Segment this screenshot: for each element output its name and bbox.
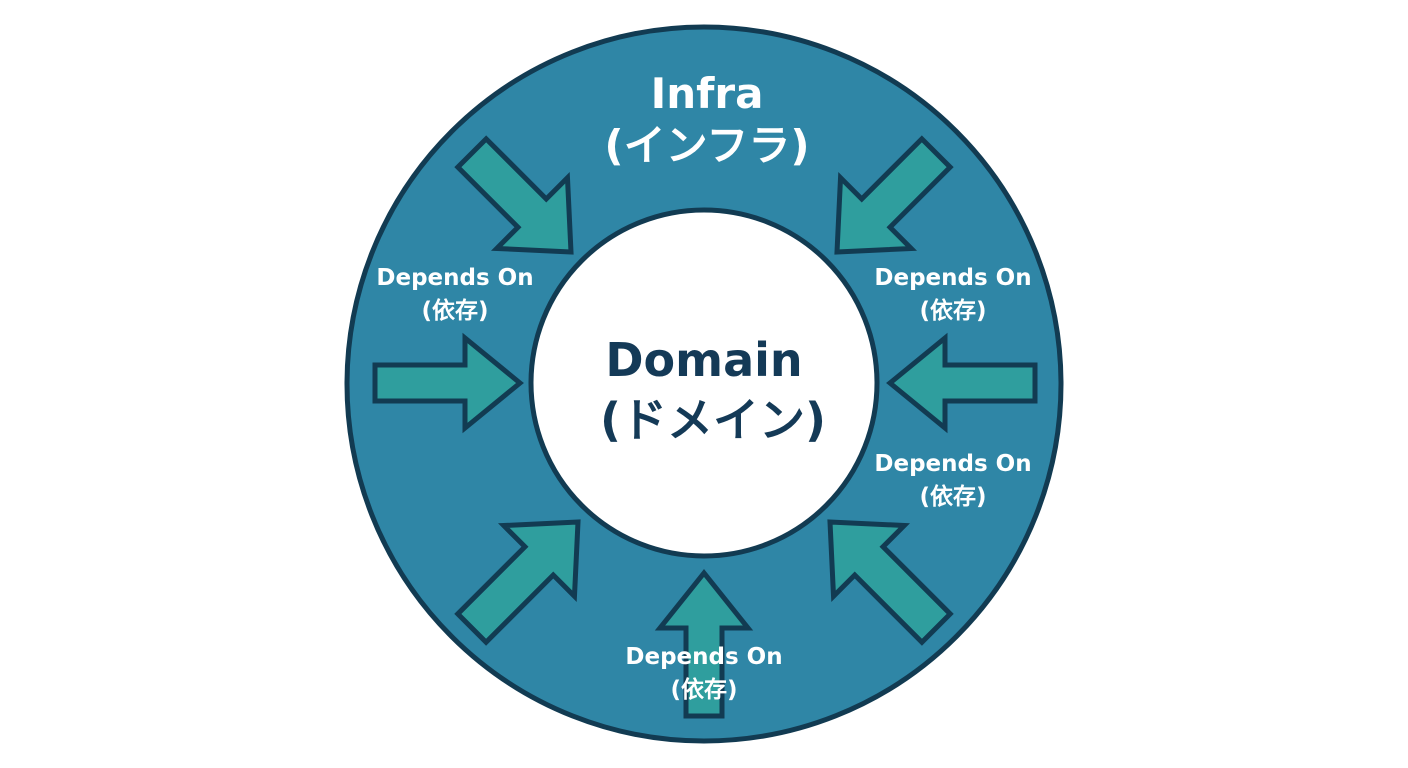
label-bottom: Depends On (依存) xyxy=(625,644,782,703)
domain-circle xyxy=(528,207,880,559)
arrow-right xyxy=(886,332,1038,434)
arrow-bottom-right xyxy=(827,519,954,646)
label-line2: (依存) xyxy=(421,297,488,324)
label-right-lower: Depends On (依存) xyxy=(874,451,1031,510)
label-line1: Depends On xyxy=(376,265,533,291)
arrow-top-right xyxy=(834,135,954,255)
label-line2: (依存) xyxy=(670,676,737,703)
label-line1: Depends On xyxy=(874,451,1031,477)
dependency-arrows xyxy=(372,135,1038,719)
infra-subtitle: (インフラ) xyxy=(604,121,809,170)
arrow-bottom xyxy=(654,568,754,719)
label-line2: (依存) xyxy=(919,483,986,510)
label-left: Depends On (依存) xyxy=(376,265,533,324)
infra-title: Infra xyxy=(651,69,764,118)
arrow-bottom-left xyxy=(454,519,581,646)
label-right-upper: Depends On (依存) xyxy=(874,265,1031,324)
domain-title: Domain xyxy=(605,333,802,387)
arrow-left xyxy=(372,332,524,434)
arrow-top-left xyxy=(454,135,574,255)
label-line1: Depends On xyxy=(625,644,782,670)
domain-subtitle: (ドメイン) xyxy=(600,393,826,447)
label-line2: (依存) xyxy=(919,297,986,324)
label-line1: Depends On xyxy=(874,265,1031,291)
